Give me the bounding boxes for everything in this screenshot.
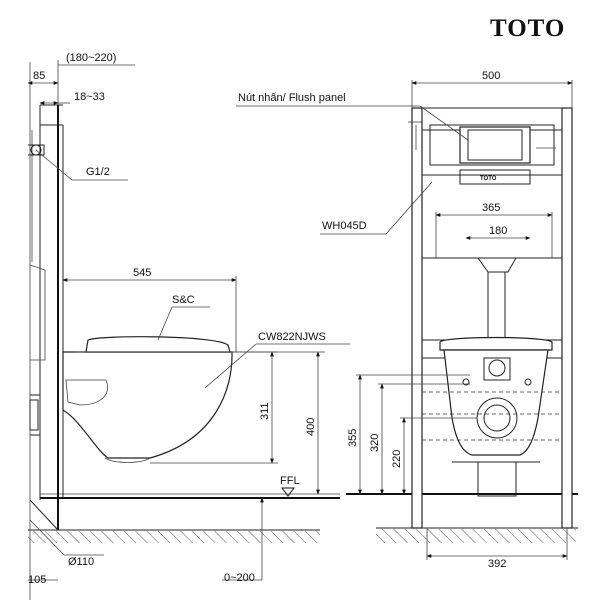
- dim-18-33: 18~33: [74, 91, 105, 103]
- dim-85: 85: [33, 70, 45, 82]
- toilet-bowl: [62, 351, 233, 459]
- mounting-bolt-left: [462, 378, 470, 386]
- mounting-bolt-right: [524, 378, 532, 386]
- label-flush-panel: Nút nhấn/ Flush panel: [238, 92, 346, 104]
- toto-logo: TOTO: [490, 15, 565, 42]
- bowl-front: [443, 349, 549, 456]
- label-g1-2: G1/2: [86, 166, 110, 178]
- dim-105: 105: [28, 574, 46, 586]
- dim-400: 400: [305, 418, 317, 436]
- bowl-outlet: [65, 379, 108, 406]
- label-seat-cover: S&C: [172, 294, 195, 306]
- flush-panel: [459, 126, 531, 164]
- drain-pipe: [477, 461, 517, 497]
- dim-355: 355: [347, 429, 359, 447]
- frame-post-right: [561, 107, 573, 529]
- panel-logo: TOTO: [480, 176, 497, 182]
- front-view: TOTO Nút nhấn/ Flush panel WH045D 500 36…: [236, 70, 578, 570]
- frame-post-left: [411, 107, 423, 529]
- flush-pipe-top: [477, 257, 517, 273]
- dim-392: 392: [488, 558, 506, 570]
- dim-wall-range: (180~220): [66, 52, 116, 64]
- ground-hatch-left: [28, 531, 320, 543]
- cistern: [429, 124, 555, 166]
- dim-180: 180: [489, 225, 507, 237]
- seat-cover: [85, 336, 231, 353]
- seat-front: [439, 336, 553, 351]
- dim-311: 311: [259, 402, 271, 420]
- side-view: (180~220) 85 18~33 G1/2 545 S&C CW822NJW…: [27, 52, 350, 600]
- ground-hatch-right: [376, 529, 576, 543]
- panel-logo-plate: [459, 169, 531, 185]
- dim-500: 500: [482, 70, 500, 82]
- dim-floor-gap: 0~200: [224, 572, 255, 584]
- label-frame-model: WH045D: [322, 220, 367, 232]
- dim-365: 365: [482, 202, 500, 214]
- dim-drain-diameter: Ø110: [68, 556, 94, 568]
- label-ffl: FFL: [280, 475, 300, 487]
- dim-320: 320: [369, 434, 381, 452]
- dim-545: 545: [133, 267, 151, 279]
- dim-220: 220: [391, 450, 403, 468]
- ffl-marker: [281, 487, 295, 497]
- label-bowl-model: CW822NJWS: [258, 331, 326, 343]
